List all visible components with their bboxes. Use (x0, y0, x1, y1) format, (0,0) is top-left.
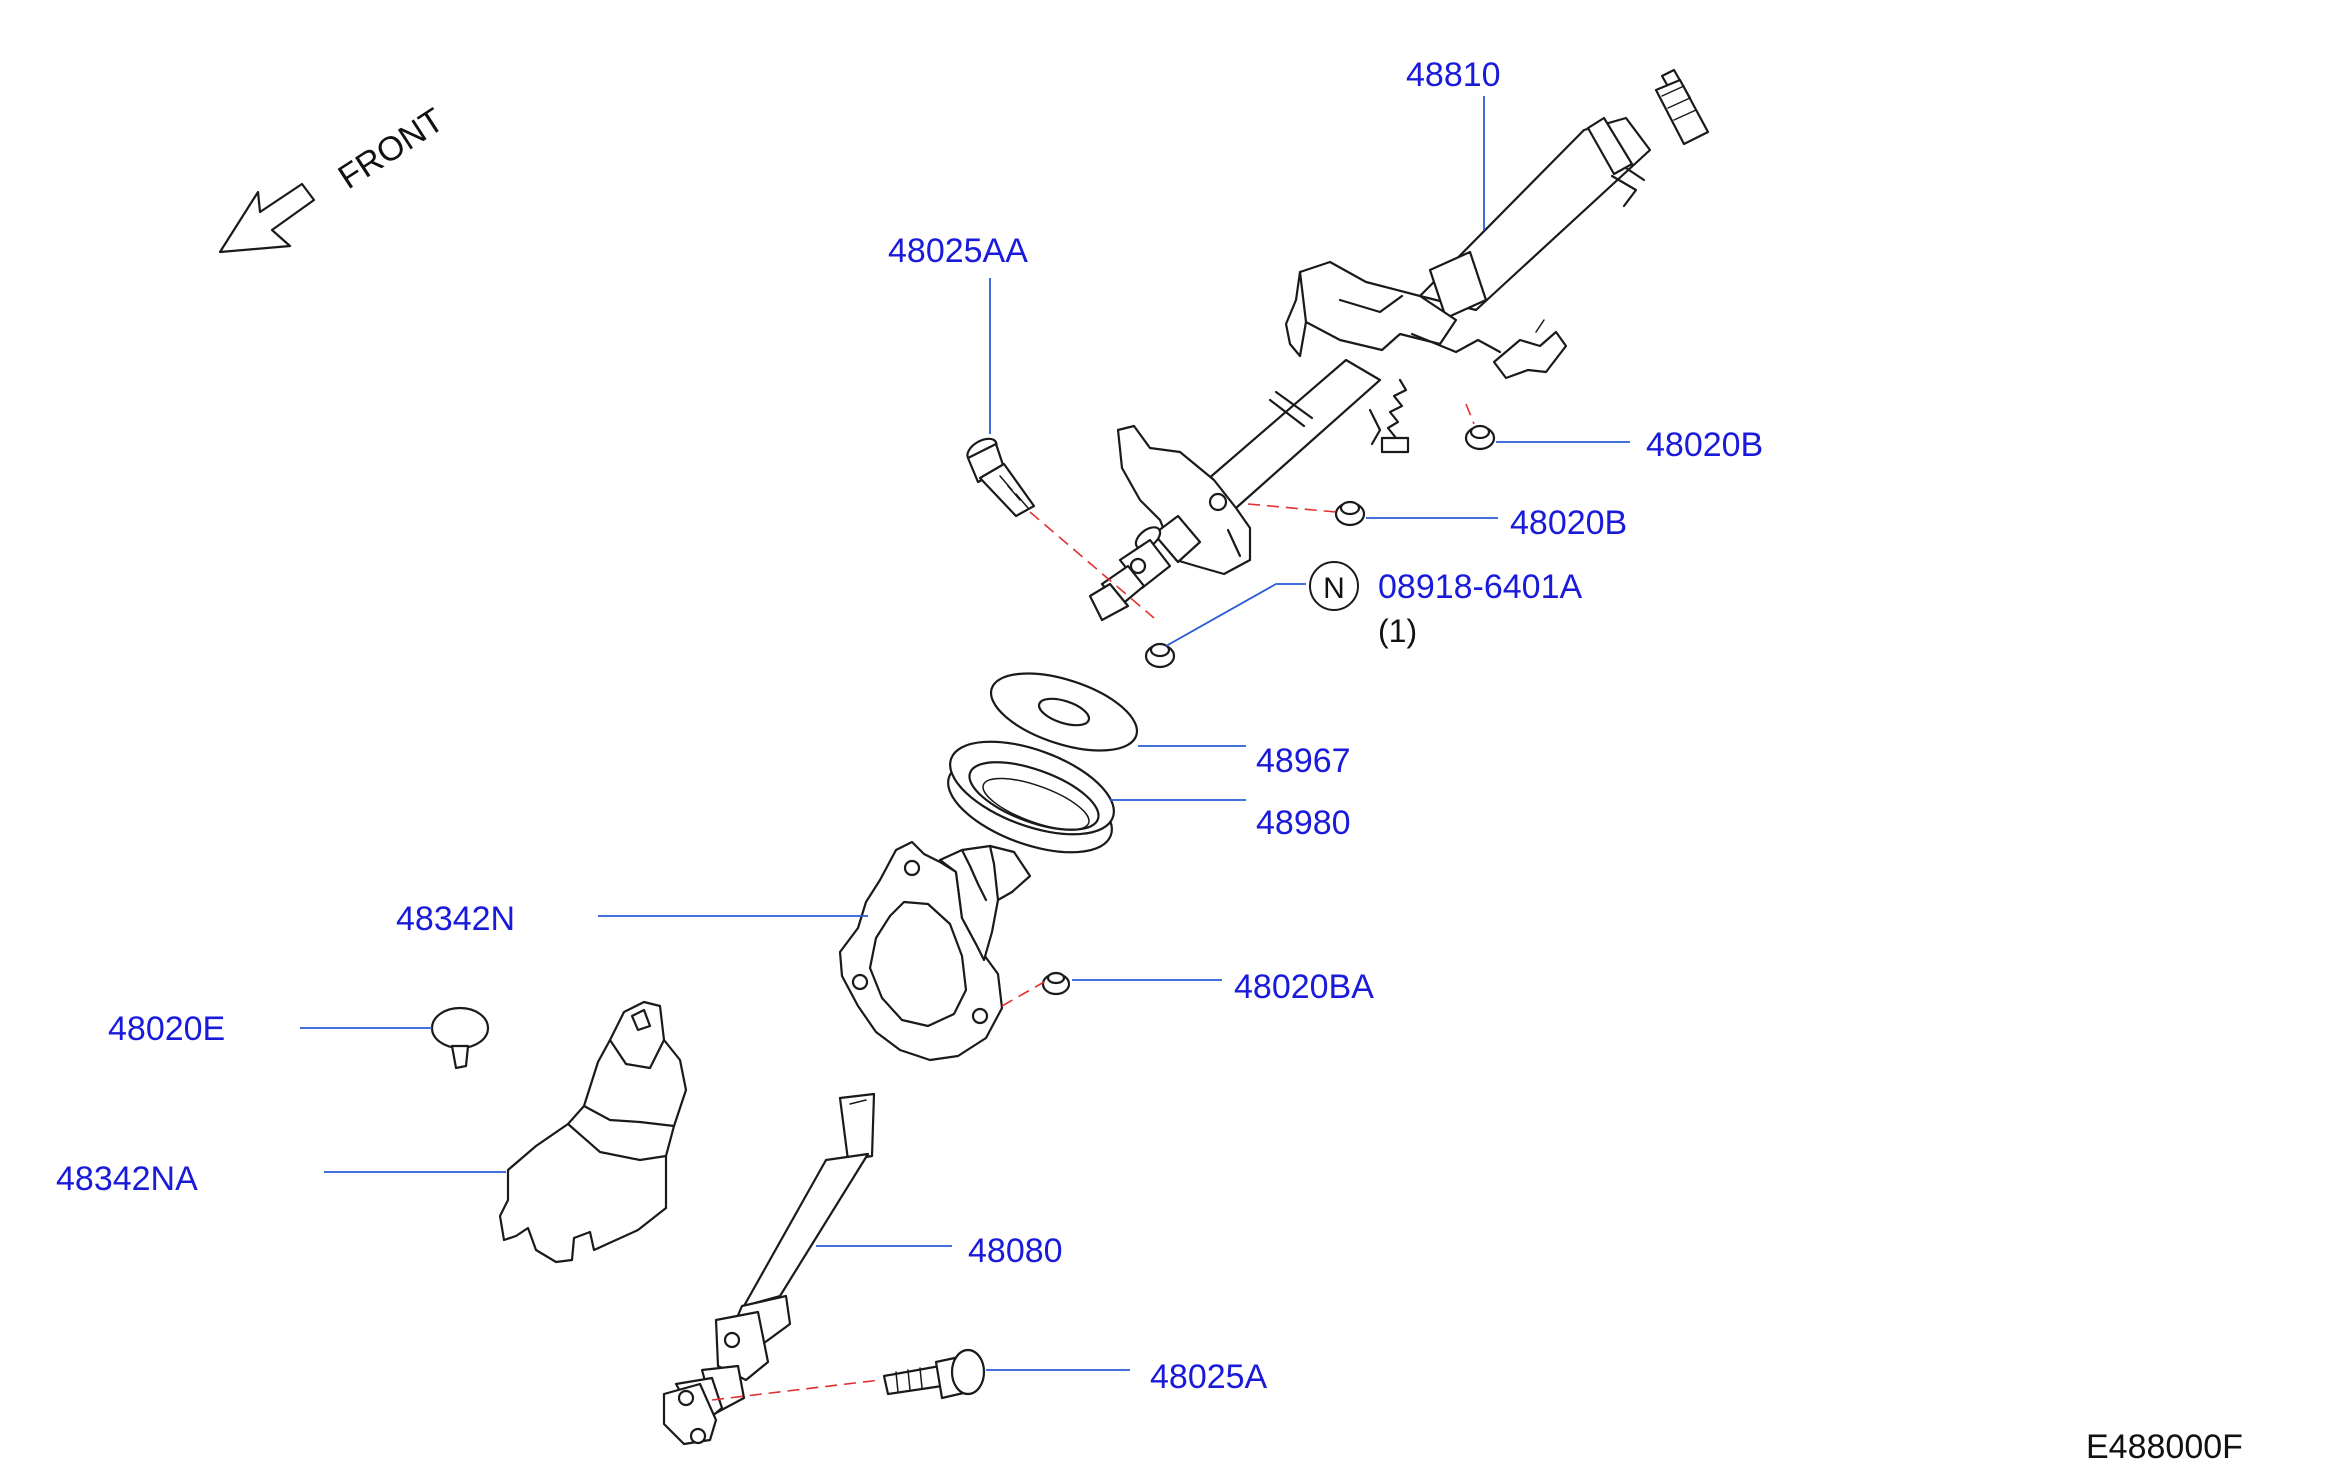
n-marker-label: N (1323, 572, 1345, 605)
label-48020b-middle[interactable]: 48020B (1510, 504, 1627, 542)
upper-column-cover[interactable] (838, 840, 1032, 1062)
label-48020ba[interactable]: 48020BA (1234, 968, 1374, 1006)
clip[interactable] (430, 1006, 490, 1070)
bolt-lower[interactable] (882, 1348, 986, 1400)
nut-08918[interactable] (1144, 642, 1176, 669)
label-08918[interactable]: 08918-6401A (1378, 568, 1583, 606)
label-48967[interactable]: 48967 (1256, 742, 1351, 780)
label-48342na[interactable]: 48342NA (56, 1160, 198, 1198)
washer[interactable] (982, 658, 1146, 766)
nut-48020b-middle[interactable] (1334, 500, 1366, 527)
label-48025aa[interactable]: 48025AA (888, 232, 1028, 270)
steering-column-assembly[interactable] (1088, 68, 1710, 622)
diagram-code: E488000F (2086, 1428, 2243, 1466)
label-48080[interactable]: 48080 (968, 1232, 1063, 1270)
label-48020b-right[interactable]: 48020B (1646, 426, 1763, 464)
label-08918-qty: (1) (1378, 613, 1417, 649)
label-48980[interactable]: 48980 (1256, 804, 1351, 842)
lower-column-cover[interactable] (498, 1000, 688, 1264)
n-marker-circle (1309, 561, 1359, 611)
nut-48020ba[interactable] (1041, 971, 1071, 996)
front-label: FRONT (332, 101, 451, 197)
bolt-upper[interactable] (964, 434, 1036, 518)
column-seal[interactable] (936, 723, 1126, 871)
label-48810[interactable]: 48810 (1406, 56, 1501, 94)
label-48025a[interactable]: 48025A (1150, 1358, 1268, 1396)
label-48020e[interactable]: 48020E (108, 1010, 225, 1048)
front-direction-arrow-icon (218, 182, 316, 254)
leader-08918 (1165, 583, 1306, 647)
label-48342n[interactable]: 48342N (396, 900, 515, 938)
nut-48020b-right[interactable] (1464, 424, 1496, 451)
lower-shaft[interactable] (662, 1092, 876, 1446)
